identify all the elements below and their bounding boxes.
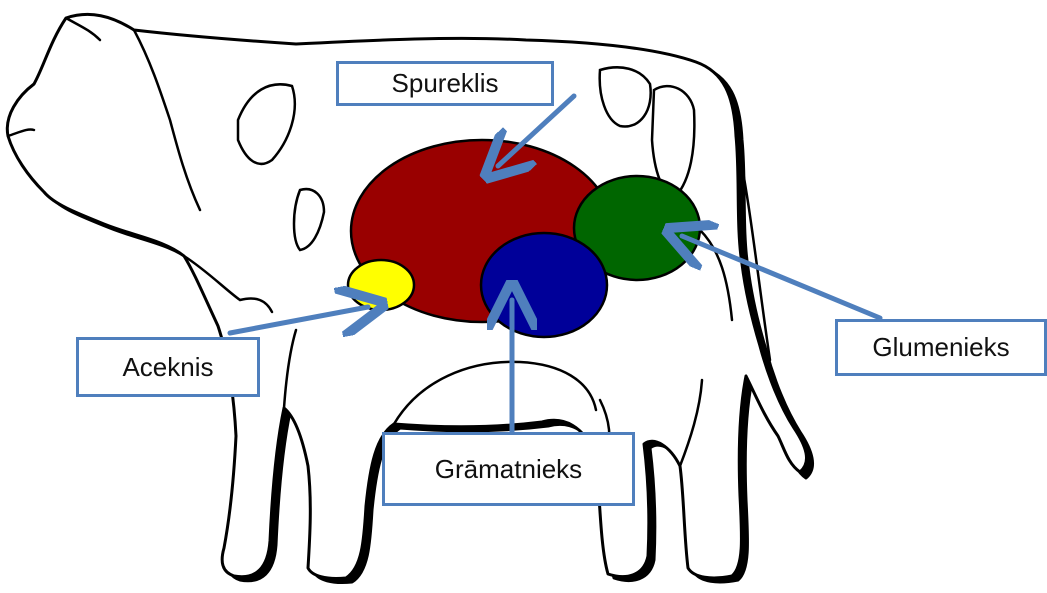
gramatnieks-organ (481, 233, 607, 337)
gramatnieks-label: Grāmatnieks (382, 432, 635, 506)
aceknis-organ (348, 260, 414, 310)
spureklis-label: Spureklis (336, 61, 554, 106)
aceknis-label: Aceknis (76, 337, 260, 397)
glumenieks-label: Glumenieks (835, 319, 1047, 376)
